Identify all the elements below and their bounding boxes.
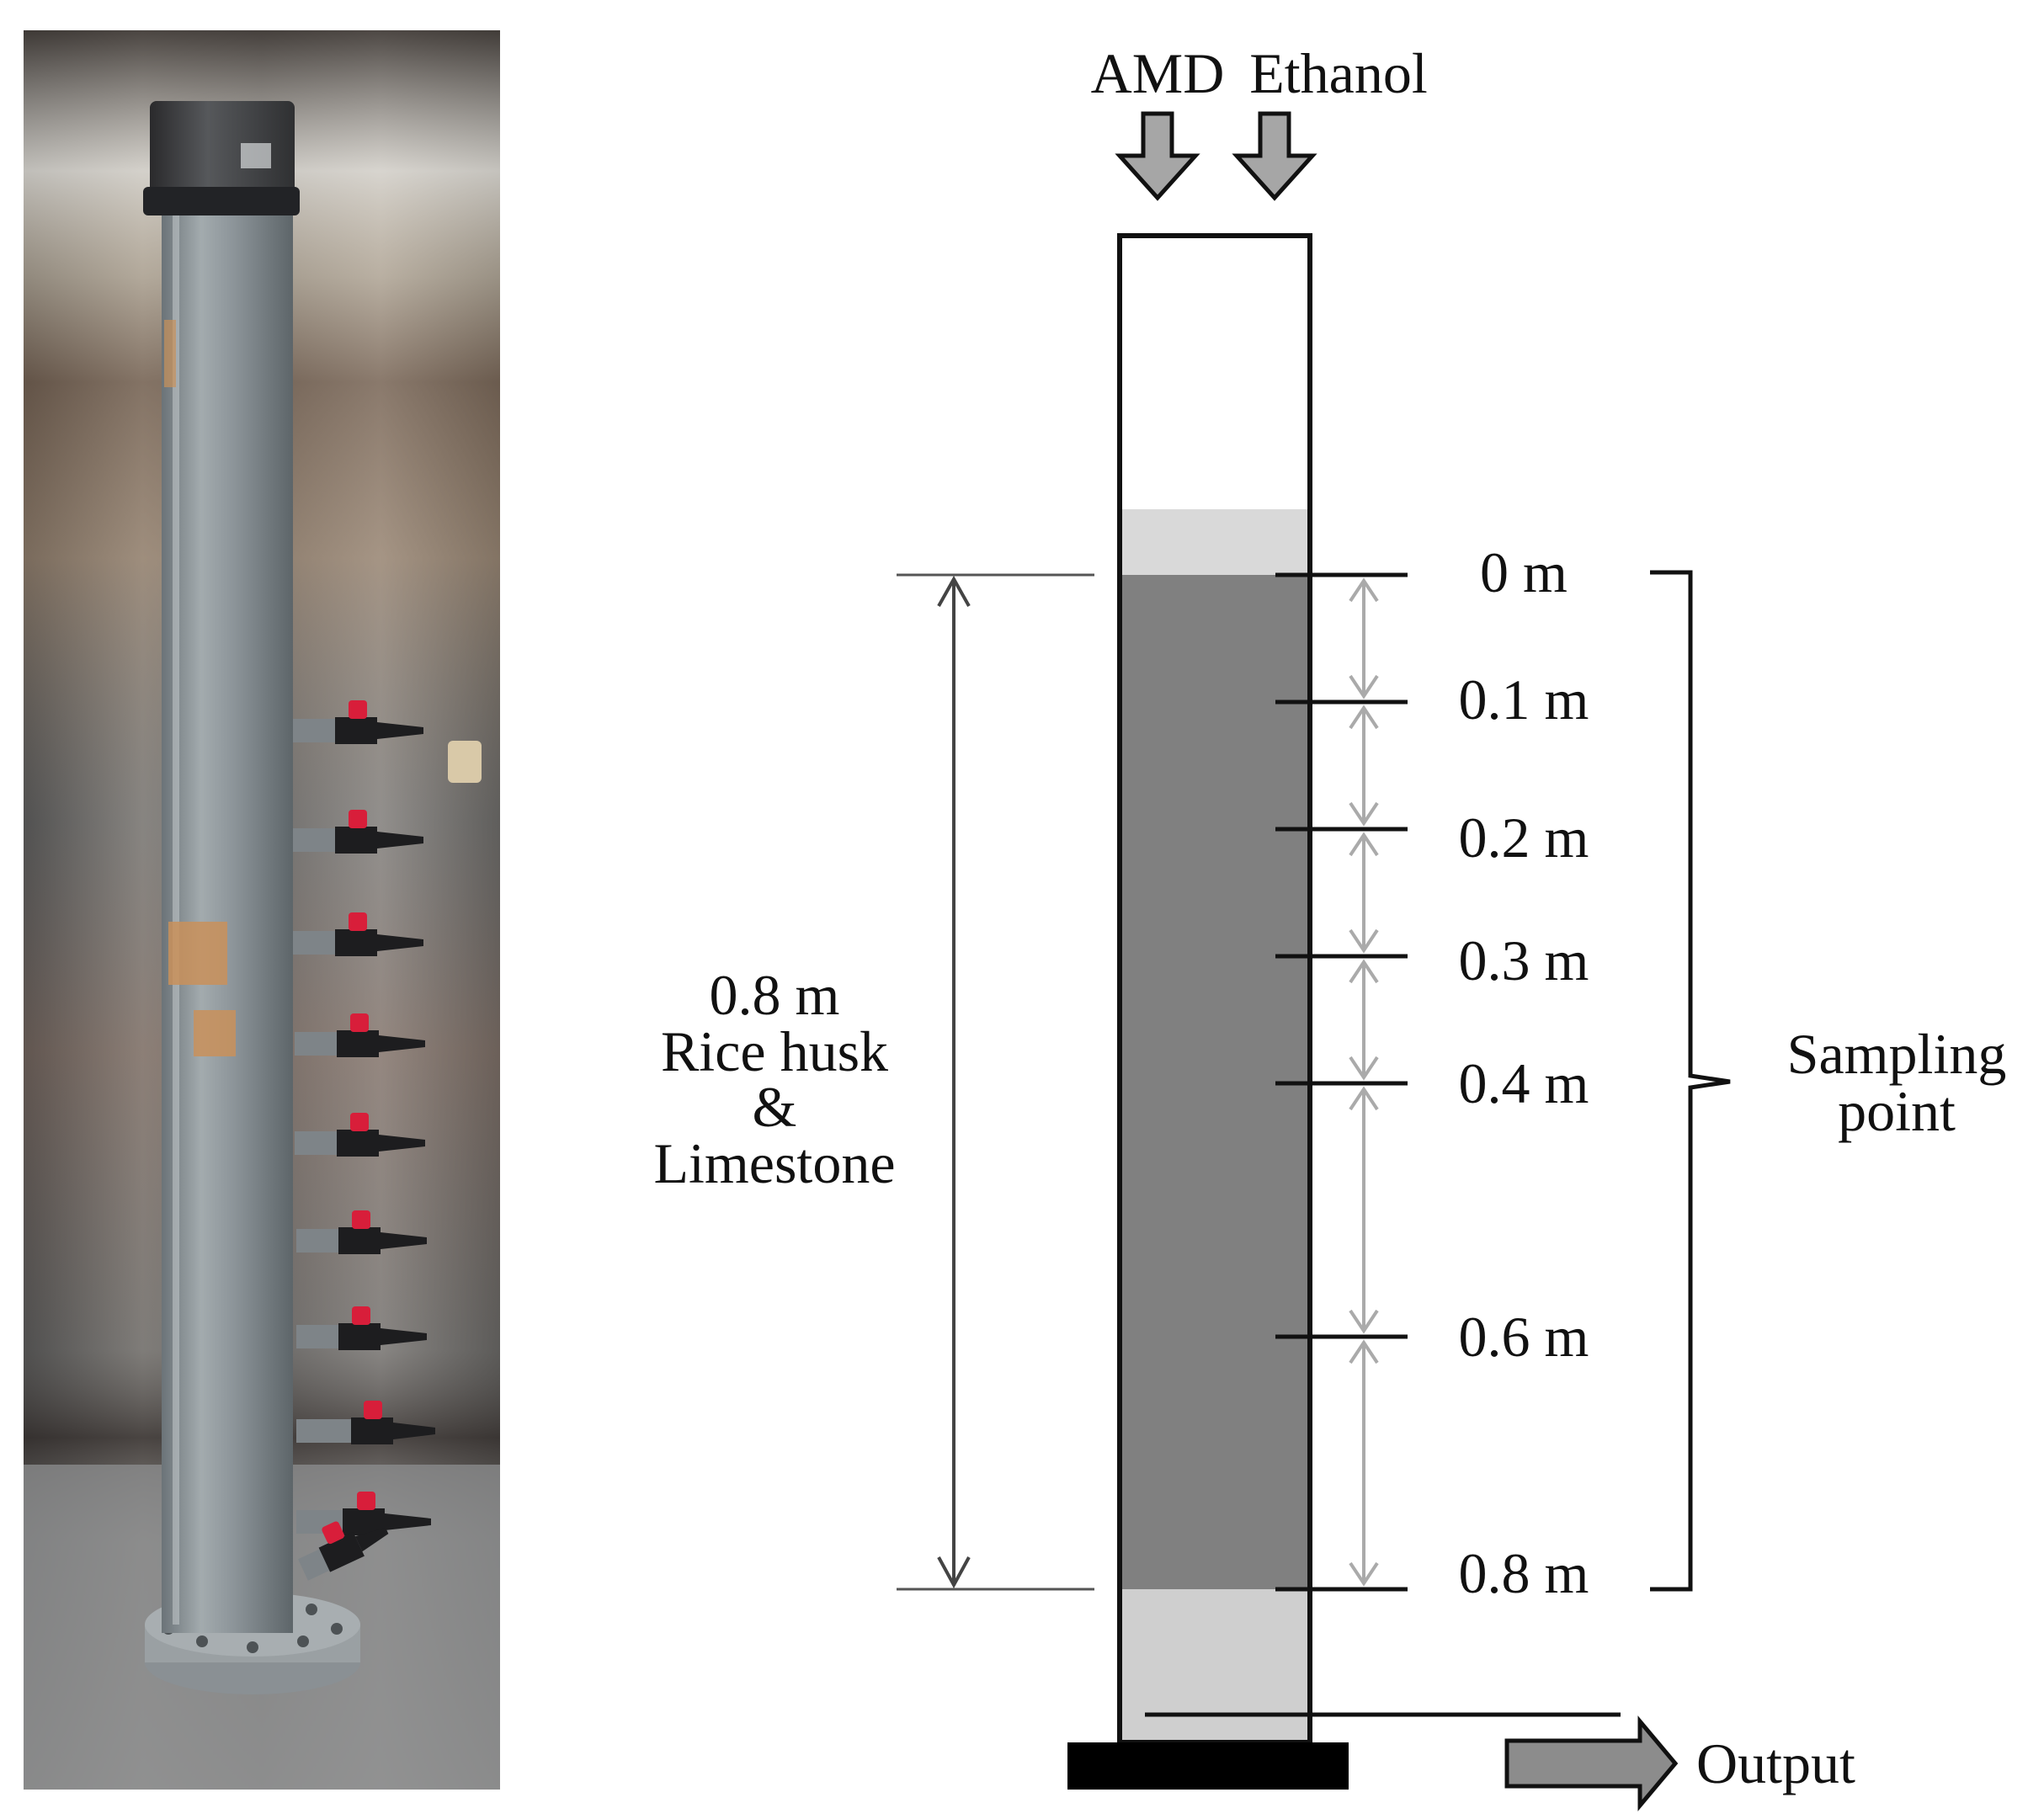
packing-material-label: 0.8 m Rice husk & Limestone <box>653 963 895 1195</box>
headspace-water-layer <box>1120 509 1310 575</box>
depth-labels: 0 m 0.1 m 0.2 m 0.3 m 0.4 m 0.6 m 0.8 m <box>1459 540 1589 1605</box>
column-schematic: AMD Ethanol Output 0.8 m Rice husk & <box>653 41 2007 1811</box>
amd-inflow-arrow <box>1115 111 1200 201</box>
depth-label-0: 0 m <box>1480 540 1568 604</box>
amd-label: AMD <box>1091 41 1225 105</box>
output-arrow <box>1504 1715 1679 1811</box>
output-label: Output <box>1696 1731 1855 1795</box>
sampling-label-line-2: point <box>1838 1079 1956 1143</box>
packing-height-dimension <box>897 573 1094 1591</box>
depth-label-5: 0.6 m <box>1459 1305 1589 1369</box>
interval-arrows <box>1349 577 1379 1587</box>
ethanol-label: Ethanol <box>1249 41 1428 105</box>
packing-material-line-1: Rice husk <box>661 1019 888 1083</box>
ethanol-inflow-arrow <box>1232 111 1317 201</box>
sampling-depth-ticks <box>1275 572 1408 1592</box>
sampling-label-line-1: Sampling <box>1787 1022 2007 1086</box>
gravel-layer <box>1120 1589 1310 1742</box>
depth-label-1: 0.1 m <box>1459 667 1589 731</box>
packing-material-line-2: & <box>753 1075 797 1139</box>
base-plate <box>1067 1742 1349 1790</box>
packing-material-line-3: Limestone <box>653 1131 895 1195</box>
depth-label-3: 0.3 m <box>1459 928 1589 992</box>
sampling-brace <box>1650 570 1731 1592</box>
sampling-valves <box>293 700 435 1581</box>
depth-label-6: 0.8 m <box>1459 1541 1589 1605</box>
column-photo <box>24 30 500 1790</box>
depth-label-2: 0.2 m <box>1459 806 1589 870</box>
depth-label-4: 0.4 m <box>1459 1051 1589 1115</box>
packing-height-text: 0.8 m <box>710 963 840 1027</box>
